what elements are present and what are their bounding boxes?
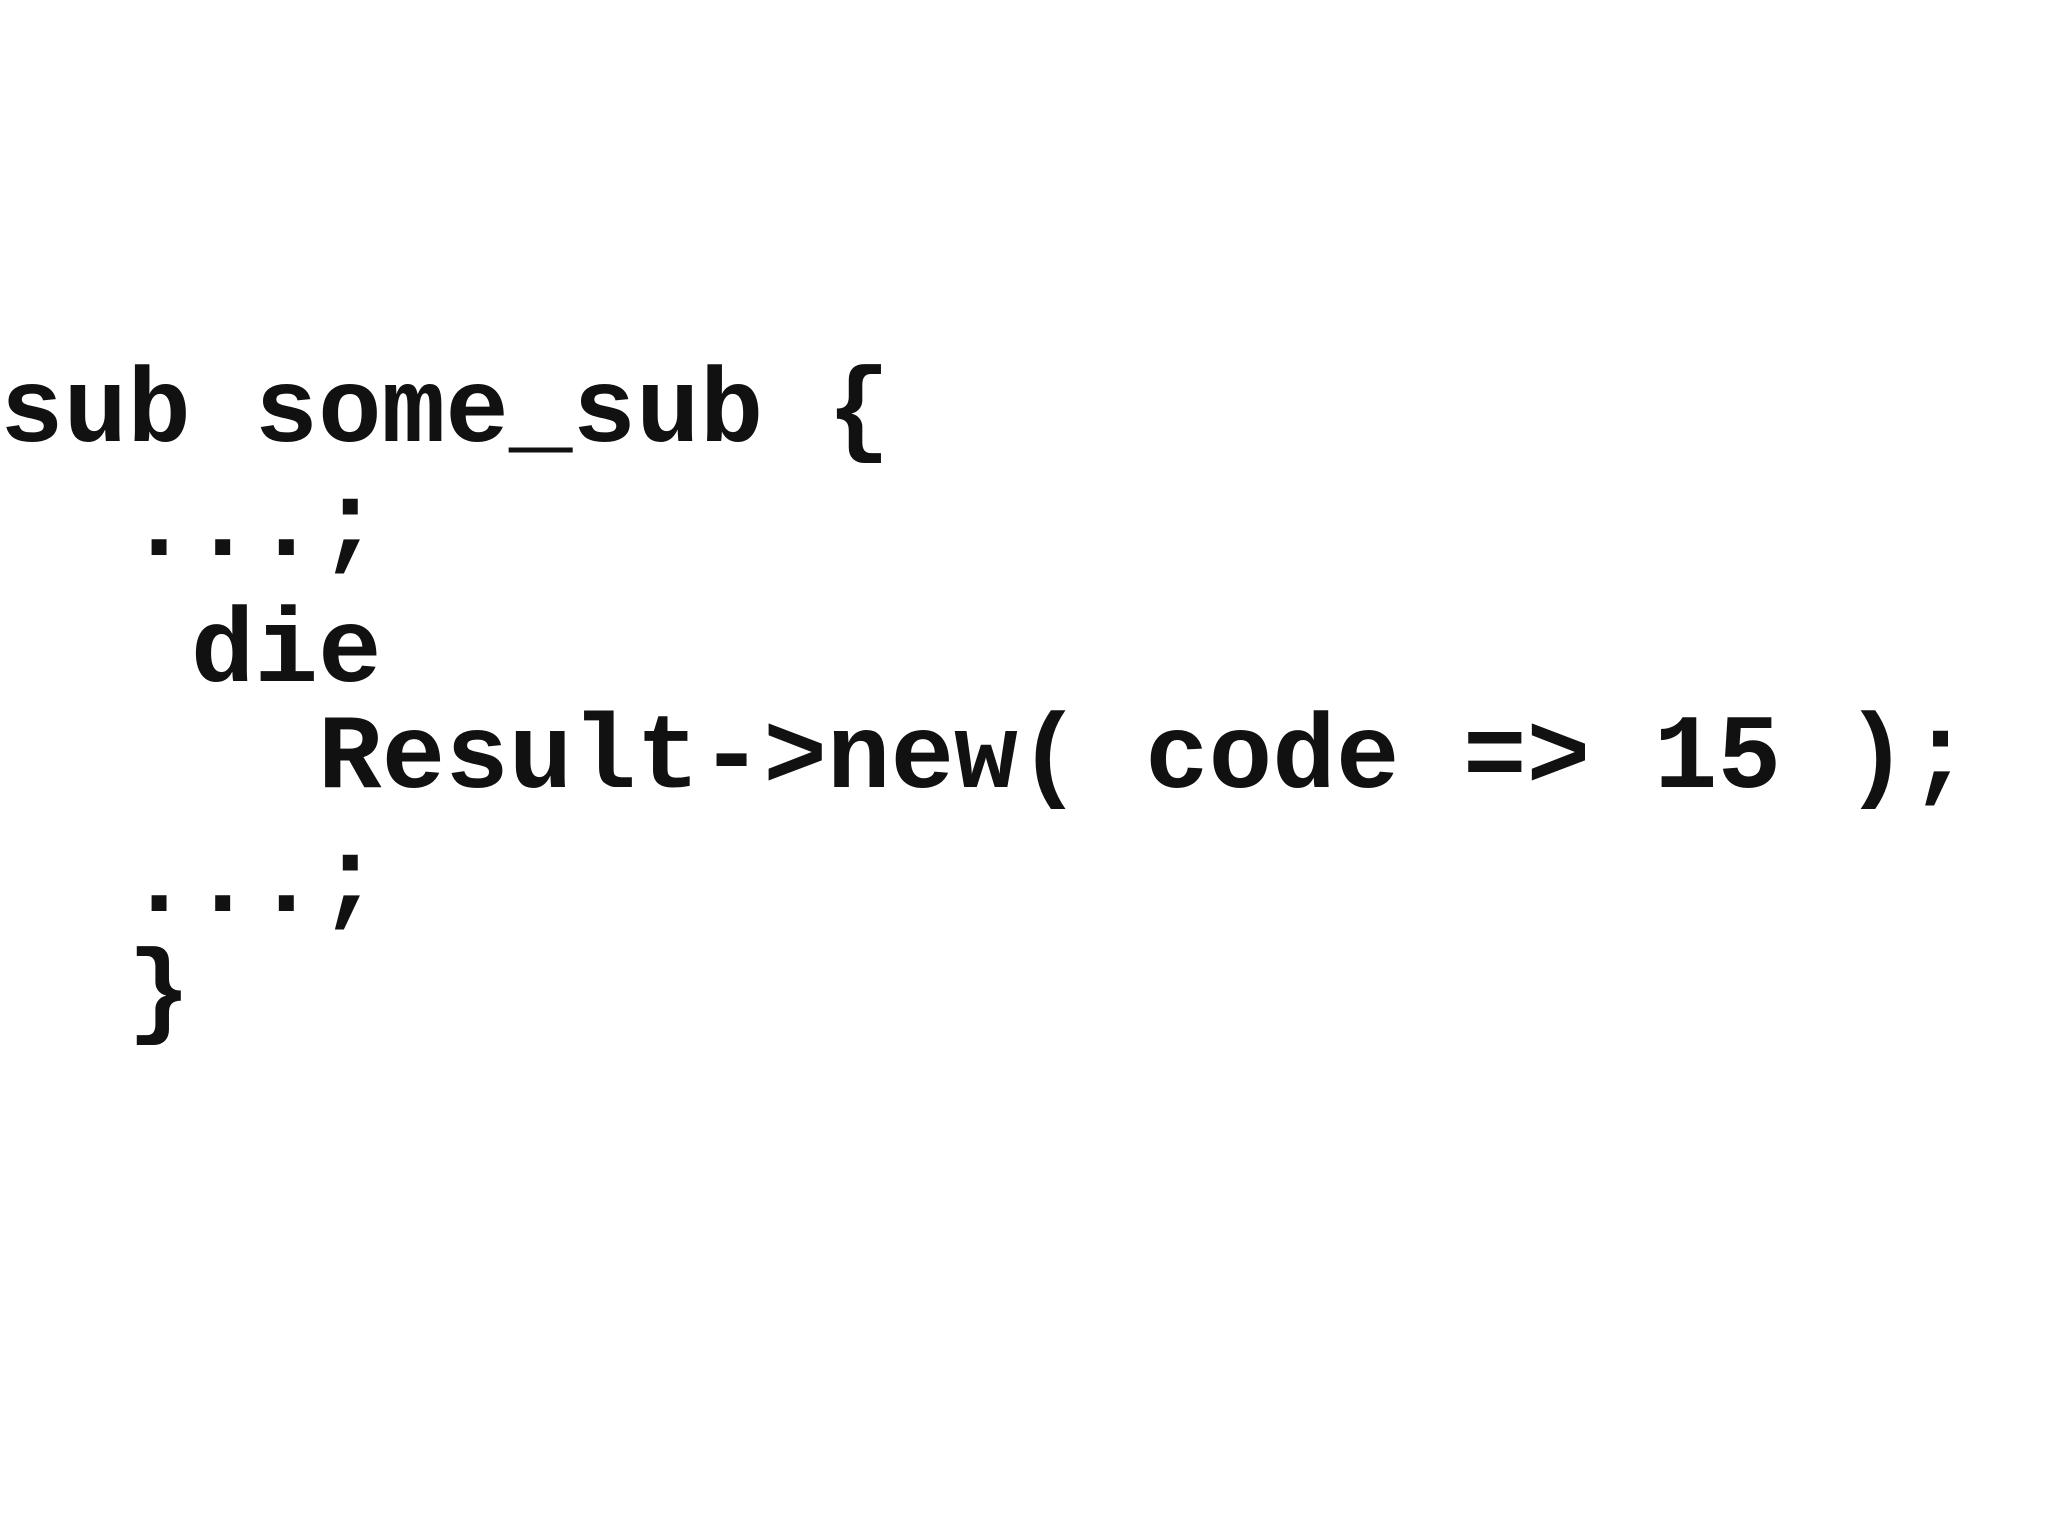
code-line-closing-brace: } <box>0 935 191 1055</box>
code-line-result-new: Result->new( code => 15 ); <box>0 699 1972 819</box>
code-line-ellipsis-2: ...; <box>0 823 382 943</box>
code-line-die: die <box>0 593 382 713</box>
code-line-sub-declaration: sub some_sub { <box>0 353 891 473</box>
code-line-ellipsis-1: ...; <box>0 467 382 587</box>
